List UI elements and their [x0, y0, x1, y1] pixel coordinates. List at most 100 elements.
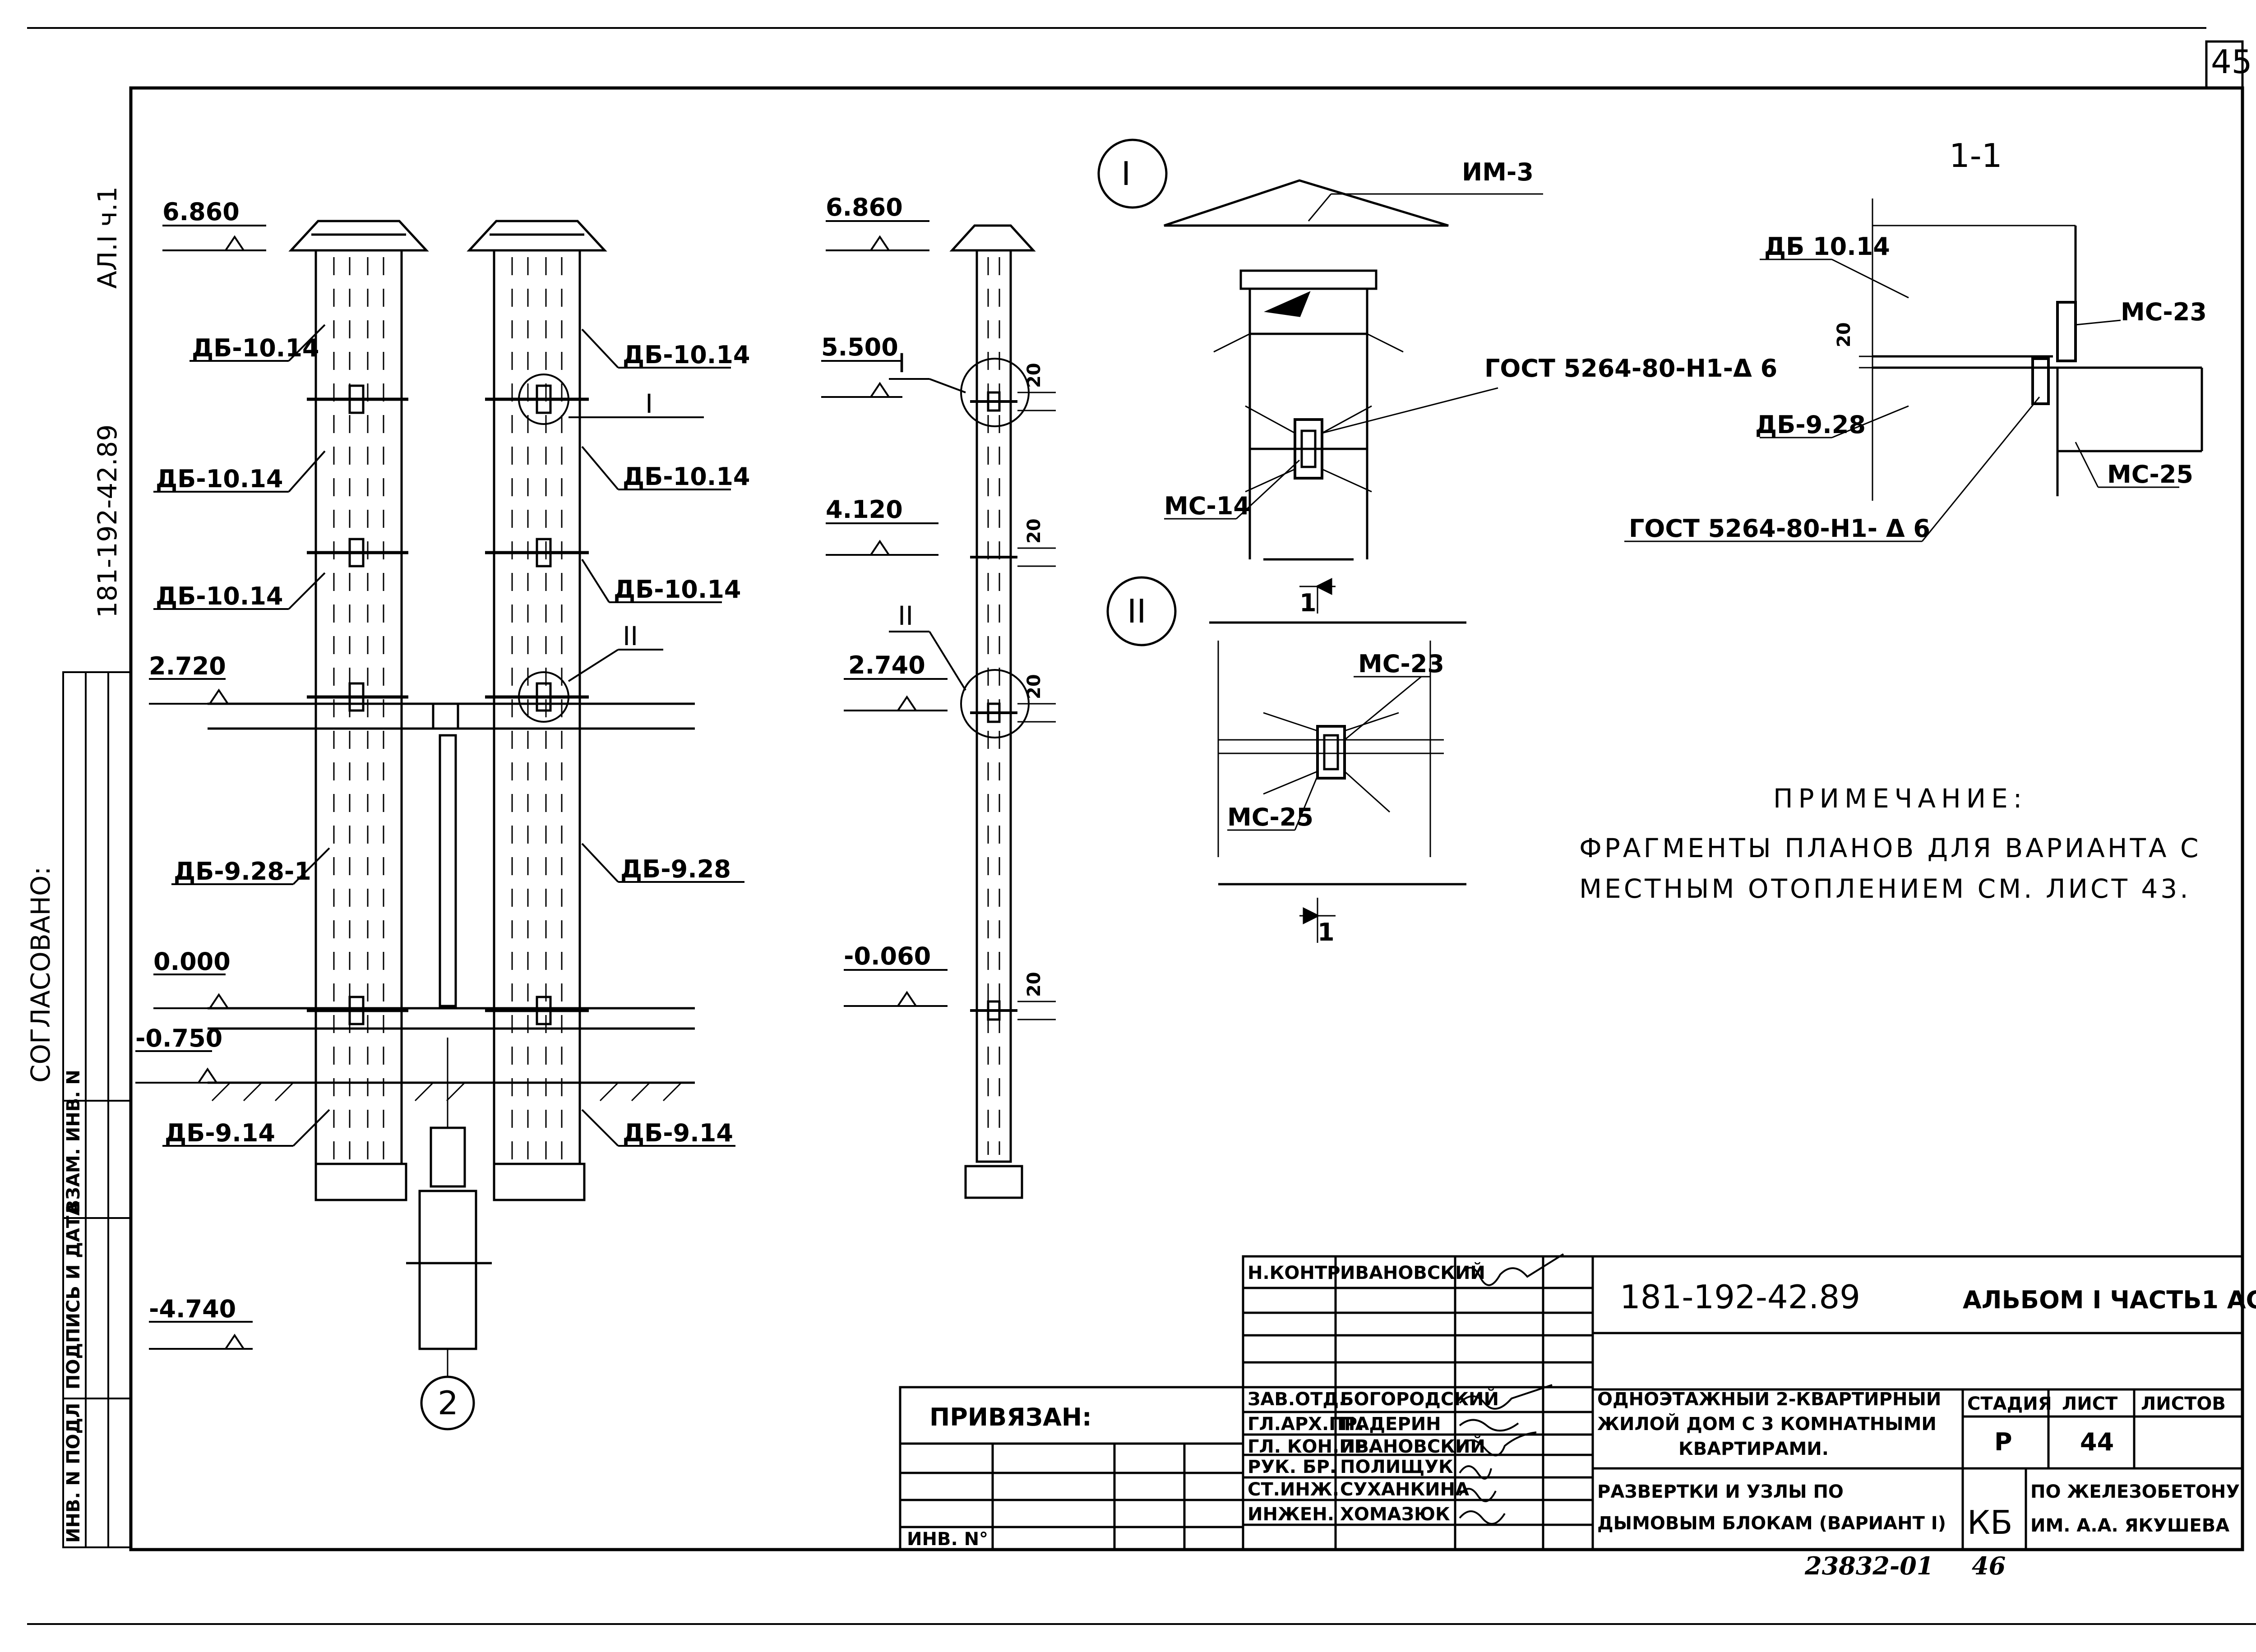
- section-dim20: 20: [1834, 322, 1854, 347]
- section-db1014: ДБ 10.14: [1764, 232, 1890, 261]
- section-mc23: МС-23: [2121, 298, 2207, 326]
- page-number: 45: [2211, 43, 2252, 81]
- block-right-1: ДБ-10.14: [623, 341, 750, 369]
- tb-name-3: ПАДЕРИН: [1340, 1414, 1441, 1435]
- stamp-inv-podl: ИНВ. N ПОДЛ: [63, 1403, 84, 1543]
- node-ref-I: I: [645, 388, 653, 419]
- tb-name-2: БОГОРОДСКИЙ: [1340, 1388, 1499, 1410]
- section-db928: ДБ-9.28: [1755, 411, 1866, 439]
- mark-mid-0060: -0.060: [844, 942, 931, 970]
- mark-left-0750: -0.750: [135, 1024, 222, 1052]
- tb-privyazan: ПРИВЯЗАН:: [929, 1403, 1092, 1431]
- block-leaders-left: [153, 324, 330, 1147]
- mark-mid-6860: 6.860: [826, 193, 903, 221]
- tb-sheet-1: РАЗВЕРТКИ И УЗЛЫ ПО: [1597, 1481, 1844, 1502]
- tb-project-2: ЖИЛОЙ ДОМ С 3 КОМНАТНЫМИ: [1597, 1413, 1937, 1435]
- section-mark-bottom: 1: [1318, 918, 1335, 946]
- tb-stage-header: СТАДИЯ: [1967, 1394, 2052, 1414]
- tb-role-2: ЗАВ.ОТД.: [1248, 1389, 1345, 1410]
- block-right-2: ДБ-10.14: [623, 462, 750, 491]
- tb-code: 181-192-42.89: [1620, 1278, 1860, 1316]
- mark-left-2720: 2.720: [149, 652, 226, 680]
- tb-archive-sheet: 46: [1972, 1551, 2006, 1580]
- middle-elevation: [821, 220, 1056, 1199]
- node-II-label: II: [1127, 592, 1146, 630]
- album-ref-vertical: АЛ.I ч.1: [92, 186, 123, 289]
- stamp-podpis: ПОДПИСЬ И ДАТА: [63, 1202, 84, 1389]
- mid-dim-4: 20: [1024, 972, 1045, 997]
- tb-name-4: ИВАНОВСКИЙ: [1340, 1435, 1485, 1457]
- stamp-vzam: ВЗАМ. ИНВ. N: [63, 1070, 84, 1214]
- tb-name-1: ИВАНОВСКИЙ: [1340, 1262, 1485, 1283]
- label-mc23-node2: МС-23: [1358, 650, 1444, 678]
- mid-node-ref-I: I: [898, 348, 906, 378]
- title-block-grid: [899, 1255, 2244, 1551]
- tb-listov-header: ЛИСТОВ: [2141, 1394, 2226, 1414]
- mid-dim-3: 20: [1024, 674, 1045, 699]
- tb-role-5: РУК. БР.: [1248, 1457, 1336, 1477]
- side-stamp: [62, 671, 132, 1548]
- block-left-1: ДБ-10.14: [192, 334, 319, 362]
- agreed-vertical: СОГЛАСОВАНО:: [25, 867, 56, 1083]
- tb-role-4: ГЛ. КОН.ПР.: [1248, 1436, 1374, 1457]
- block-left-4: ДБ-9.28-1: [174, 857, 311, 886]
- tb-list: 44: [2080, 1428, 2114, 1456]
- tb-project-3: КВАРТИРАМИ.: [1678, 1439, 1829, 1459]
- left-elevation-marks: [135, 225, 266, 1350]
- tb-role-7: ИНЖЕН.: [1248, 1504, 1334, 1525]
- section-gost: ГОСТ 5264-80-Н1- Δ 6: [1629, 514, 1930, 543]
- mark-mid-5500: 5.500: [821, 333, 898, 361]
- tb-role-6: СТ.ИНЖ.: [1248, 1479, 1339, 1500]
- tb-role-3: ГЛ.АРХ.ПР.: [1248, 1414, 1364, 1435]
- note-line2: МЕСТНЫМ ОТОПЛЕНИЕМ СМ. ЛИСТ 43.: [1579, 873, 2191, 904]
- tb-stage: Р: [1994, 1428, 2012, 1456]
- left-elevation: [208, 220, 695, 1431]
- block-right-3: ДБ-10.14: [614, 575, 741, 604]
- label-im3: ИМ-3: [1462, 158, 1534, 186]
- note-title: ПРИМЕЧАНИЕ:: [1773, 783, 2027, 814]
- mid-dim-1: 20: [1024, 363, 1045, 388]
- tb-archive-no: 23832-01: [1804, 1551, 1933, 1580]
- block-right-4: ДБ-9.28: [620, 855, 731, 883]
- mark-left-6860: 6.860: [162, 198, 240, 226]
- label-mc25-node2: МС-25: [1227, 803, 1313, 831]
- section-mc25: МС-25: [2107, 460, 2193, 489]
- block-left-5: ДБ-9.14: [165, 1119, 275, 1147]
- mark-mid-2740: 2.740: [848, 651, 925, 679]
- block-leaders-right: [568, 328, 744, 1147]
- section-1-1: [1624, 198, 2203, 542]
- tb-org-logo: КБ: [1967, 1504, 2013, 1541]
- tb-name-5: ПОЛИЩУК: [1340, 1457, 1453, 1477]
- doc-code-vertical: 181-192-42.89: [92, 425, 123, 618]
- tb-album: АЛЬБОМ I ЧАСТЬ1 АС: [1963, 1286, 2256, 1314]
- tb-name-6: СУХАНКИНА: [1340, 1479, 1469, 1500]
- block-left-3: ДБ-10.14: [156, 582, 283, 610]
- node-ref-II: II: [623, 621, 638, 651]
- mid-node-ref-II: II: [898, 600, 913, 631]
- sheet-frame: [27, 27, 2256, 1625]
- mark-mid-4120: 4.120: [826, 495, 903, 524]
- section-title: 1-1: [1949, 137, 2002, 175]
- note-line1: ФРАГМЕНТЫ ПЛАНОВ ДЛЯ ВАРИАНТА С: [1579, 833, 2201, 863]
- tb-inv: ИНВ. N°: [907, 1529, 988, 1550]
- mark-left-4740: -4.740: [149, 1295, 236, 1323]
- tb-name-7: ХОМАЗЮК: [1340, 1504, 1450, 1525]
- tb-sheet-2: ДЫМОВЫМ БЛОКАМ (ВАРИАНТ I): [1597, 1513, 1946, 1534]
- mark-left-0000: 0.000: [153, 947, 231, 976]
- node-II-detail: [1106, 576, 1466, 943]
- callout-node-2: 2: [438, 1384, 458, 1422]
- signatures: [1459, 1253, 1564, 1525]
- tb-role-1: Н.КОНТР.: [1248, 1263, 1347, 1283]
- node-I-detail: [1097, 138, 1543, 561]
- tb-org-2: ИМ. А.А. ЯКУШЕВА: [2030, 1515, 2229, 1536]
- tb-org-1: ПО ЖЕЛЕЗОБЕТОНУ: [2030, 1481, 2240, 1502]
- node-I-label: I: [1121, 155, 1131, 193]
- mid-dim-2: 20: [1024, 518, 1045, 544]
- tb-project-1: ОДНОЭТАЖНЫЙ 2-КВАРТИРНЫЙ: [1597, 1388, 1941, 1410]
- block-right-5: ДБ-9.14: [623, 1119, 733, 1147]
- block-left-2: ДБ-10.14: [156, 465, 283, 493]
- tb-list-header: ЛИСТ: [2062, 1394, 2118, 1414]
- label-mc14: МС-14: [1164, 492, 1250, 520]
- section-mark-top: 1: [1299, 589, 1317, 617]
